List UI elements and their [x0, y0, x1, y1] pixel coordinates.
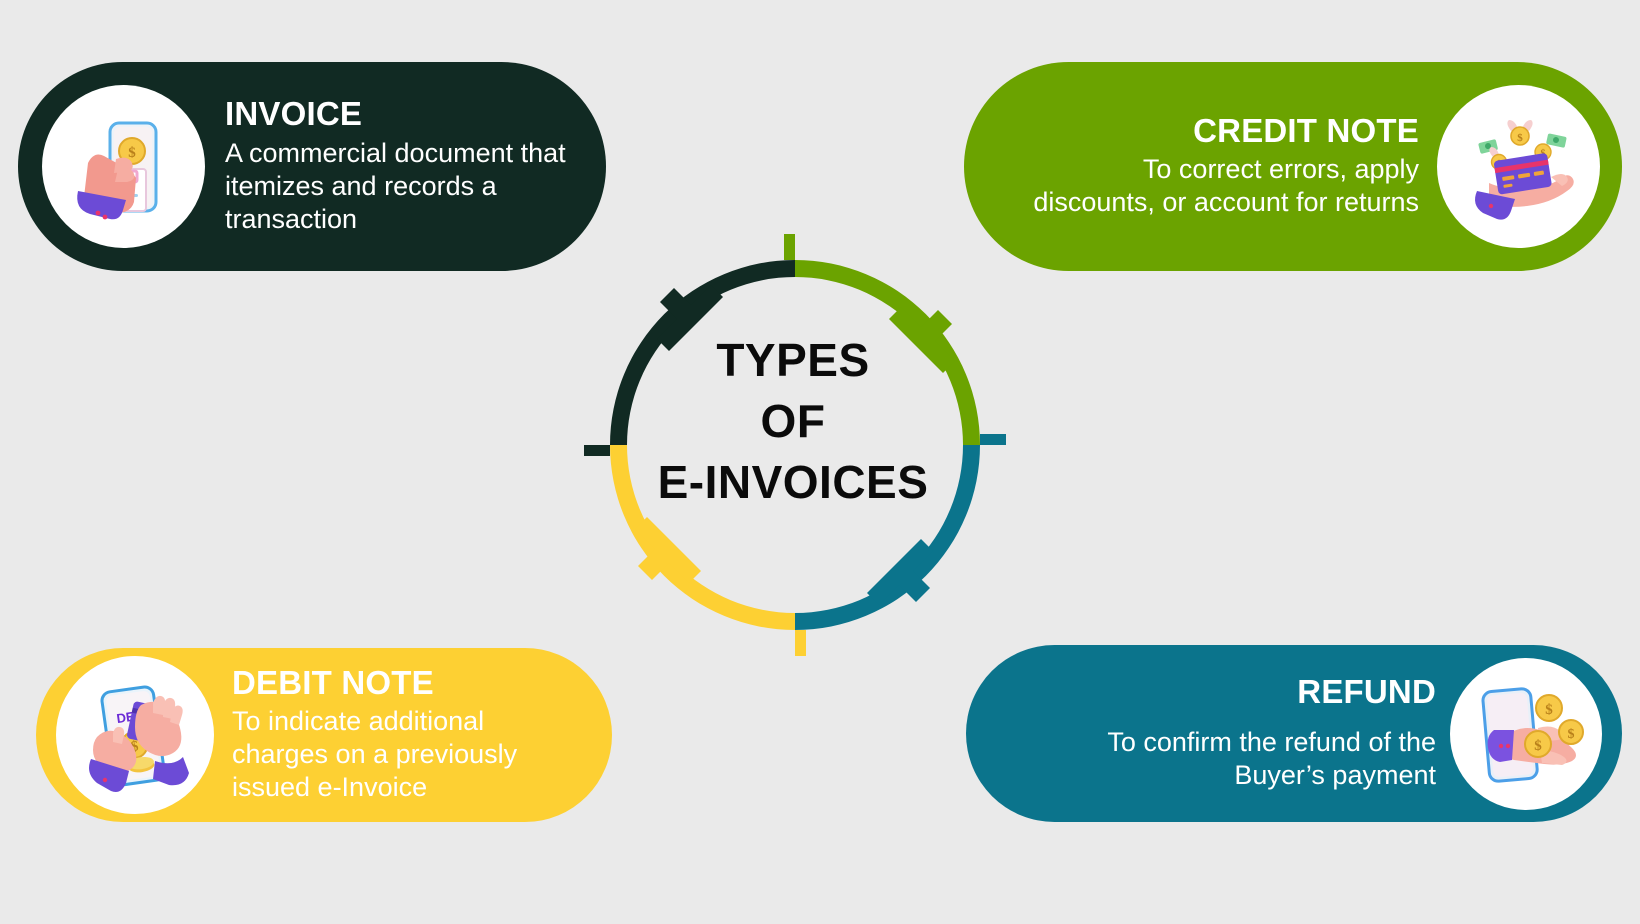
center-title-line-3: E-INVOICES — [657, 456, 929, 509]
center-title-line-1: TYPES — [716, 334, 870, 386]
card-invoice-description: A commercial document that itemizes and … — [225, 138, 566, 235]
card-debit-note-title: DEBIT NOTE — [232, 664, 434, 702]
hands-phone-debit-card-icon: DEBIT $ — [56, 656, 214, 814]
card-refund-text: REFUND To confirm the refund of the Buye… — [1036, 675, 1436, 792]
svg-text:$: $ — [1534, 738, 1542, 754]
card-debit-note[interactable]: DEBIT $ — [36, 648, 612, 822]
card-credit-note[interactable]: CREDIT NOTE To correct errors, apply dis… — [964, 62, 1622, 271]
phone-hand-coins-icon: $ $ $ — [1450, 657, 1602, 810]
svg-text:$: $ — [128, 145, 136, 161]
card-credit-note-description: To correct errors, apply discounts, or a… — [1033, 153, 1419, 217]
card-refund-title: REFUND — [1297, 673, 1436, 711]
hand-holding-credit-card-money-icon: $ $ $ — [1437, 85, 1600, 248]
center-title-line-2: OF — [760, 395, 826, 448]
card-debit-note-description: To indicate additional charges on a prev… — [232, 705, 518, 802]
card-invoice[interactable]: $ BILL INVOICE A commercial document — [18, 62, 606, 271]
svg-text:$: $ — [130, 738, 140, 755]
svg-text:$: $ — [1545, 702, 1553, 718]
card-refund[interactable]: REFUND To confirm the refund of the Buye… — [966, 645, 1622, 822]
card-refund-description: To confirm the refund of the Buyer’s pay… — [1107, 726, 1436, 790]
card-credit-note-text: CREDIT NOTE To correct errors, apply dis… — [1019, 114, 1419, 219]
svg-text:$: $ — [1568, 727, 1575, 742]
center-title: TYPES OF E-INVOICES — [588, 330, 998, 514]
card-invoice-title: INVOICE — [225, 94, 363, 132]
svg-text:$: $ — [1517, 132, 1523, 144]
hand-holding-phone-bill-icon: $ BILL — [42, 85, 205, 248]
card-debit-note-text: DEBIT NOTE To indicate additional charge… — [232, 666, 584, 803]
card-credit-note-title: CREDIT NOTE — [1193, 112, 1419, 150]
card-invoice-text: INVOICE A commercial document that itemi… — [225, 94, 580, 236]
